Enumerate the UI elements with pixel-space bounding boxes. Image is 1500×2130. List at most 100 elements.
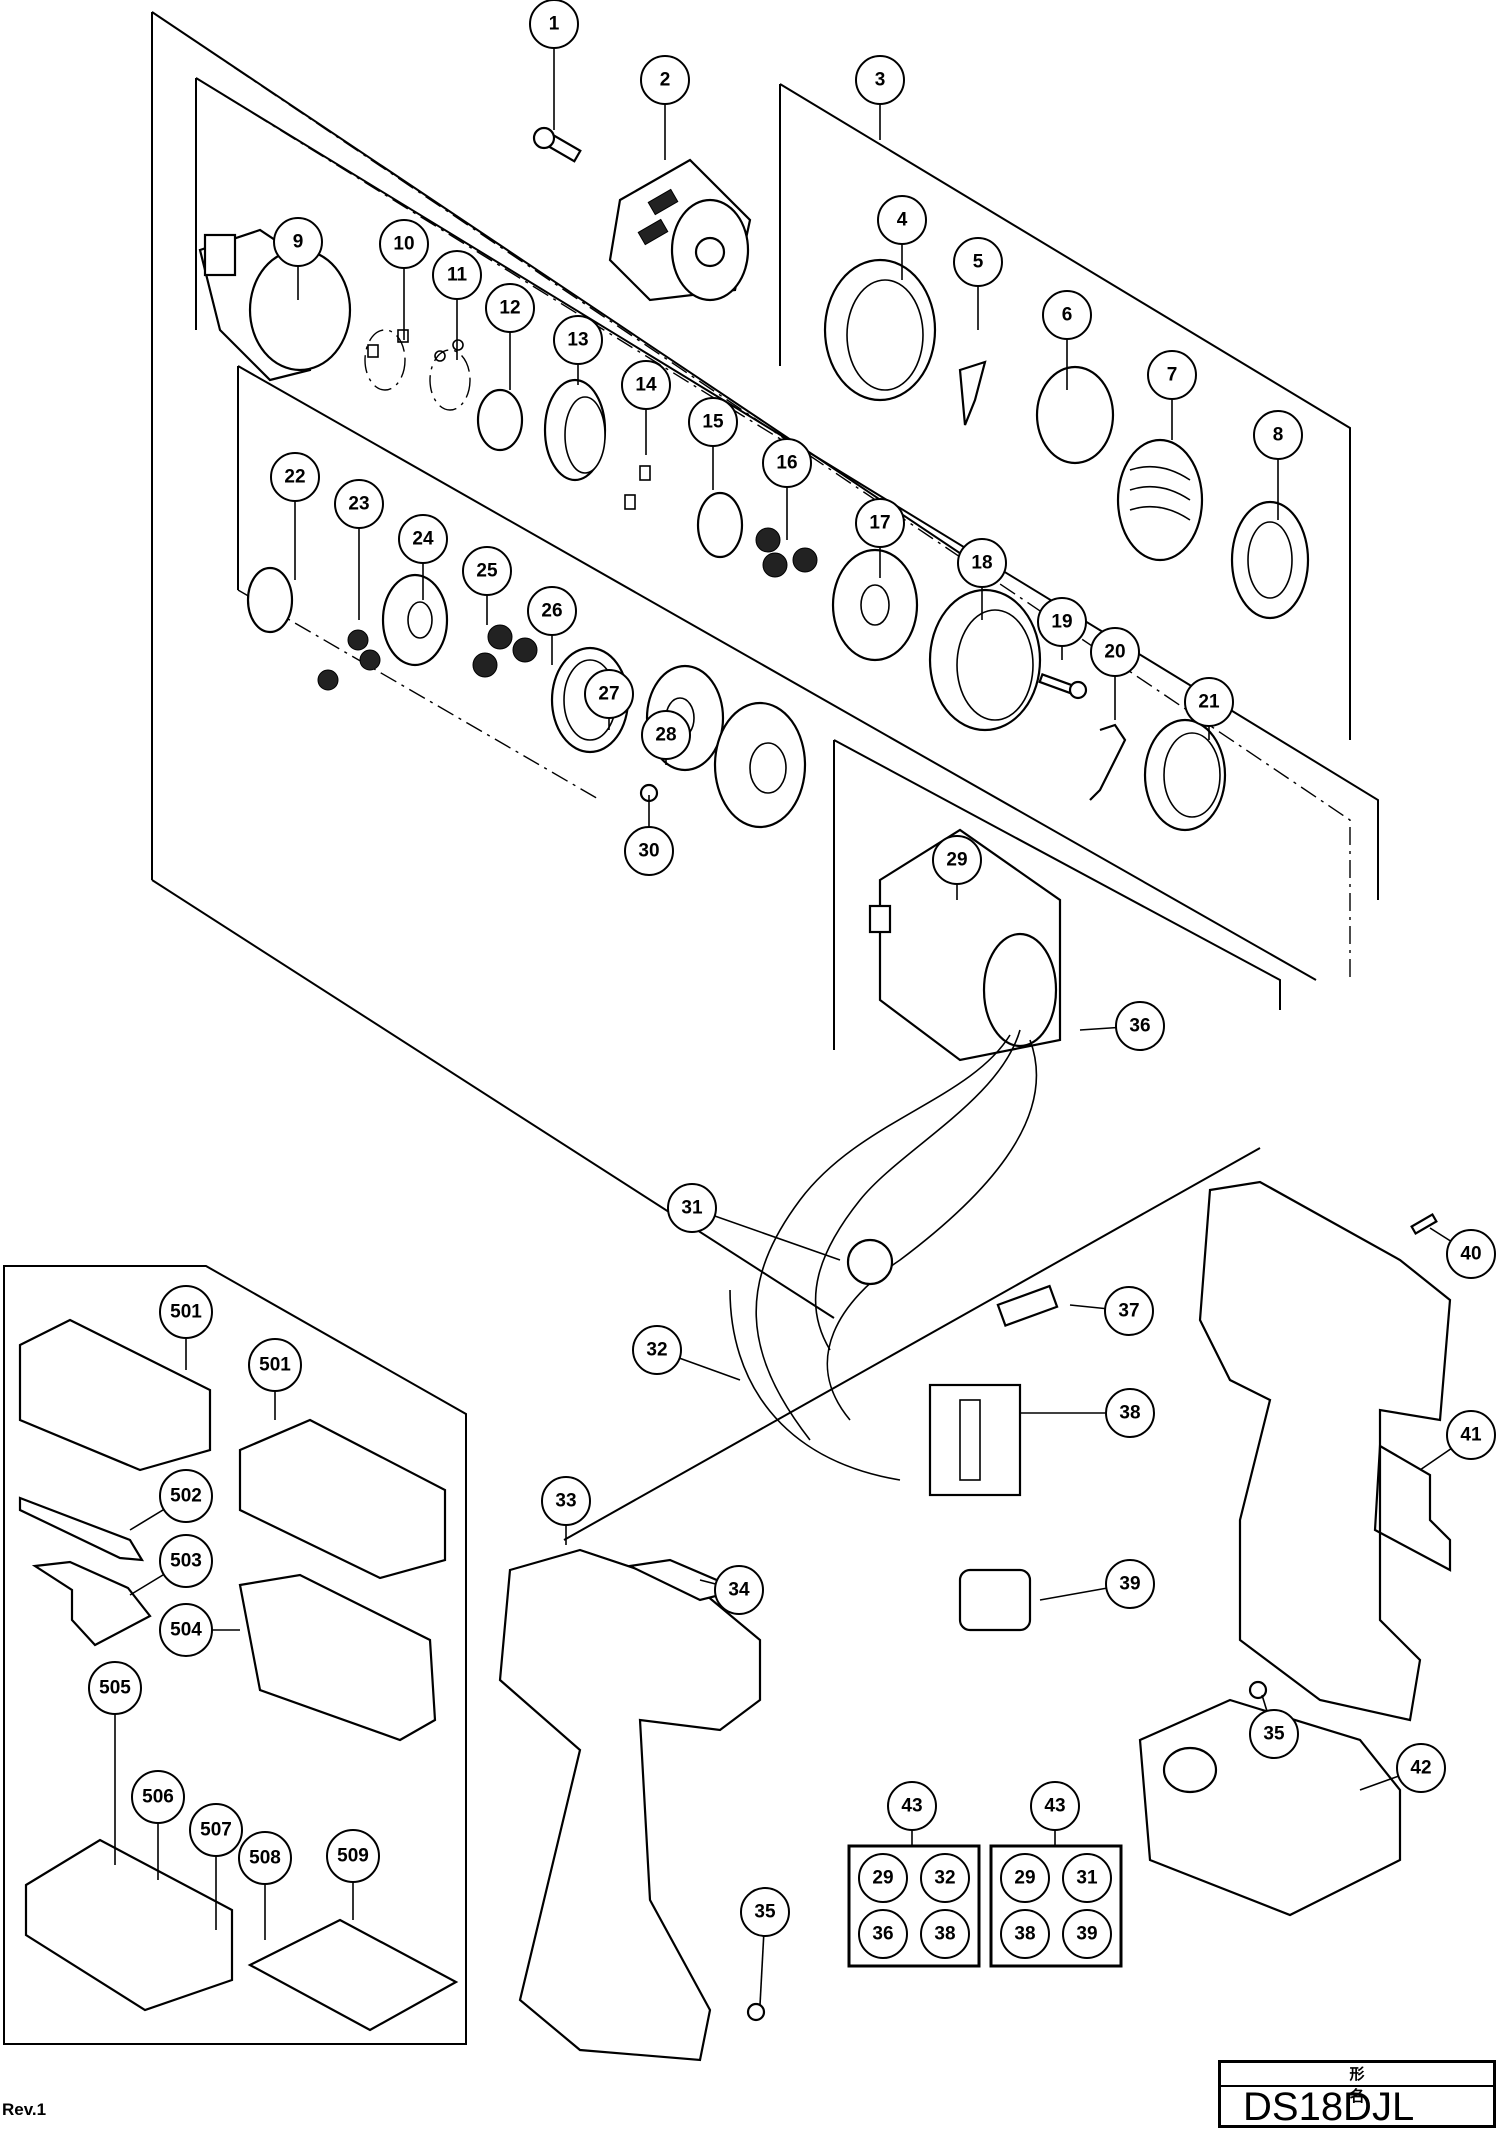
callout-40: 40: [1446, 1229, 1496, 1279]
callout-circle: [667, 1183, 717, 1233]
kit-item-number: 31: [1076, 1868, 1098, 1889]
frame-accessories: [3, 1265, 467, 2045]
callout-43: 43: [1030, 1781, 1080, 1831]
callout-18: 18: [957, 538, 1007, 588]
callout-30: 30: [624, 826, 674, 876]
callout-circle: [88, 1661, 142, 1715]
callout-circle: [1104, 1286, 1154, 1336]
motor-29: [868, 828, 1062, 1062]
callout-9: 9: [273, 217, 323, 267]
callout-number: 19: [1051, 612, 1072, 633]
callout-circle: [270, 452, 320, 502]
cam-and-rings: [476, 378, 607, 482]
callout-number: 39: [1119, 1574, 1140, 1595]
internal-gear-21: [1143, 718, 1227, 832]
screw-40: [1410, 1213, 1438, 1235]
callout-circle: [762, 438, 812, 488]
callout-number: 1: [549, 14, 560, 35]
callout-505: 505: [88, 1661, 142, 1715]
callout-circle: [1105, 1388, 1155, 1438]
callout-17: 17: [855, 498, 905, 548]
callout-number: 20: [1104, 642, 1125, 663]
bit-502: [18, 1496, 145, 1562]
callout-37: 37: [1104, 1286, 1154, 1336]
kit-item-38: 38: [1000, 1909, 1050, 1959]
callout-circle: [632, 1325, 682, 1375]
callout-circle: [584, 669, 634, 719]
callout-41: 41: [1446, 1410, 1496, 1460]
callout-number: 33: [555, 1491, 576, 1512]
clutch-plate-spring-washer: [958, 360, 1310, 620]
kit-item-number: 38: [934, 1924, 955, 1945]
screw-19: [1038, 673, 1088, 700]
callout-number: 21: [1198, 692, 1220, 713]
frame-housing: [563, 1147, 1261, 1541]
kit-box-2: [989, 1844, 1123, 1968]
callout-number: 6: [1062, 305, 1073, 326]
callout-1: 1: [529, 0, 579, 49]
callout-39: 39: [1105, 1559, 1155, 1609]
callout-number: 31: [681, 1198, 703, 1219]
gear-24: [381, 573, 449, 667]
callout-number: 34: [728, 1580, 750, 1601]
callout-34: 34: [714, 1565, 764, 1615]
charger-501a: [18, 1318, 212, 1472]
callout-28: 28: [641, 710, 691, 760]
callout-circle: [189, 1803, 243, 1857]
gear-case-rear: [928, 588, 1042, 732]
callout-35: 35: [740, 1887, 790, 1937]
callout-circle: [273, 217, 323, 267]
callout-circle: [855, 55, 905, 105]
kit-item-31: 31: [1062, 1853, 1112, 1903]
callout-circle: [326, 1829, 380, 1883]
bit-holder-503: [31, 1560, 152, 1647]
callout-circle: [379, 219, 429, 269]
callout-6: 6: [1042, 290, 1092, 340]
callout-number: 35: [754, 1902, 776, 1923]
callout-circle: [714, 1565, 764, 1615]
callout-circle: [855, 498, 905, 548]
callout-23: 23: [334, 479, 384, 529]
planets-25: [472, 624, 538, 678]
callout-circle: [1396, 1743, 1446, 1793]
callout-27: 27: [584, 669, 634, 719]
kit-item-number: 38: [1014, 1924, 1035, 1945]
kit-item-circle: [1062, 1853, 1112, 1903]
callout-number: 7: [1167, 365, 1178, 386]
carrier-planets-2: [246, 566, 381, 691]
callout-number: 23: [348, 494, 369, 515]
repair-kits: [847, 1844, 1123, 1968]
callout-circle: [641, 710, 691, 760]
callout-number: 37: [1118, 1301, 1139, 1322]
callout-circle: [1253, 410, 1303, 460]
callout-number: 13: [567, 330, 588, 351]
callout-number: 27: [598, 684, 619, 705]
kit-item-circle: [858, 1909, 908, 1959]
callout-circle: [248, 1338, 302, 1392]
callout-16: 16: [762, 438, 812, 488]
callout-number: 40: [1460, 1244, 1481, 1265]
callout-number: 501: [259, 1355, 291, 1376]
callout-3: 3: [855, 55, 905, 105]
assembly-frames: [3, 11, 1379, 2045]
callout-circle: [527, 586, 577, 636]
callout-number: 14: [635, 375, 657, 396]
kit-item-number: 29: [872, 1868, 893, 1889]
callout-502: 502: [159, 1469, 213, 1523]
frame-chuck-dash: [151, 11, 1351, 980]
callout-number: 10: [393, 234, 414, 255]
frame-gear-lower: [151, 365, 1317, 1319]
stop-ring-20: [1089, 723, 1127, 801]
callout-7: 7: [1147, 350, 1197, 400]
kit-box-1: [847, 1844, 981, 1968]
clutch-dial: [823, 258, 937, 402]
kit-item-38: 38: [920, 1909, 970, 1959]
callout-20: 20: [1090, 627, 1140, 677]
callout-number: 501: [170, 1302, 202, 1323]
revision-label: Rev.1: [2, 2100, 47, 2119]
frame-gear-lower-dash: [237, 589, 601, 801]
frame-gear-upper-dash: [195, 77, 783, 441]
callout-circle: [640, 55, 690, 105]
callout-circle: [1249, 1709, 1299, 1759]
